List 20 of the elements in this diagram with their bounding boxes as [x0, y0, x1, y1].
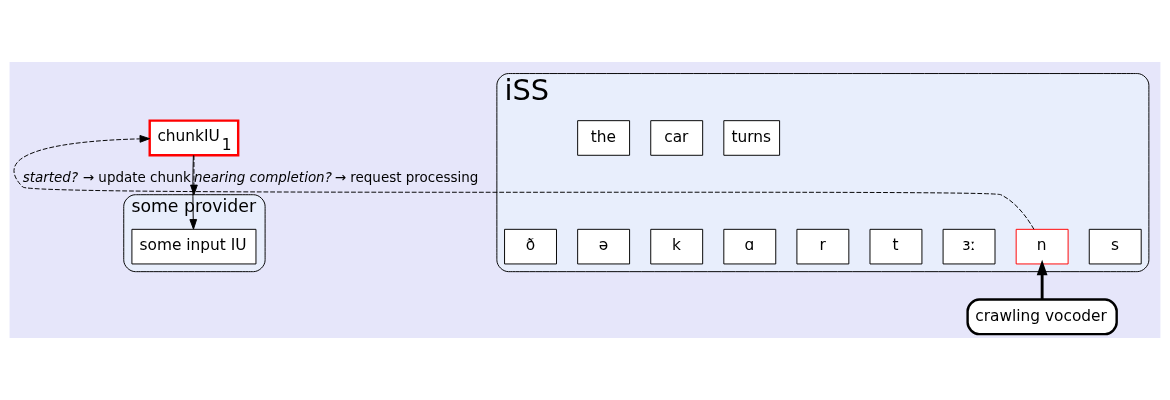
- node-box: ə: [577, 228, 631, 265]
- node-box: s: [1088, 228, 1142, 265]
- node-box: the: [577, 120, 631, 156]
- node-box: t: [869, 228, 923, 265]
- arrow: [189, 154, 198, 230]
- edge-label: started? → update chunk: [22, 170, 191, 186]
- node-box: ɑ: [723, 228, 777, 265]
- arrow: [1036, 259, 1048, 300]
- arrow: [13, 135, 1035, 230]
- node-box: some input IU: [131, 228, 257, 265]
- node-box: crawling vocoder: [966, 298, 1118, 336]
- node-box: r: [796, 228, 850, 265]
- node-box: turns: [723, 120, 781, 156]
- edge-label: nearing completion? → request processing: [193, 170, 479, 186]
- node-box: ɜː: [942, 228, 996, 265]
- node-box: n: [1015, 228, 1069, 265]
- node-box: ð: [504, 228, 557, 265]
- arrow: [190, 155, 198, 196]
- node-box: car: [650, 120, 704, 156]
- node-box: k: [650, 228, 704, 265]
